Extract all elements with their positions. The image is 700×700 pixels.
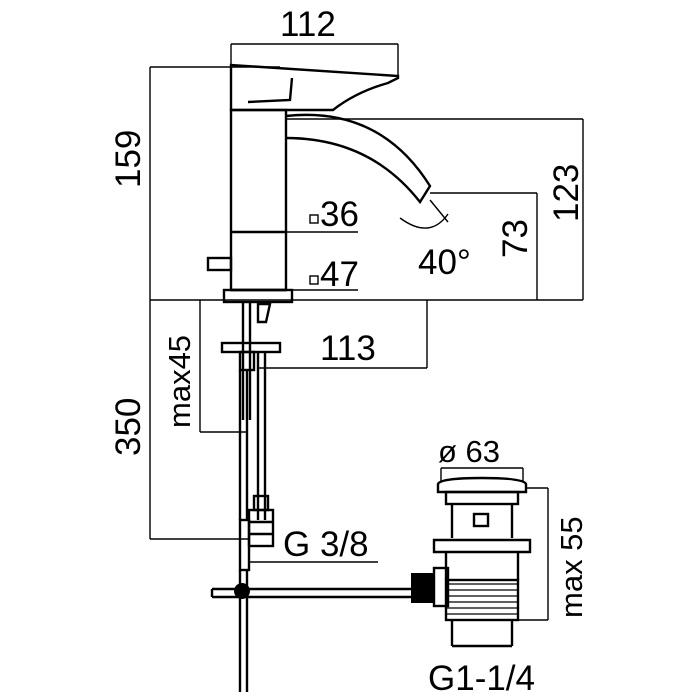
dim-reach: 113 (320, 329, 376, 368)
dim-hose-length: 350 (109, 398, 148, 456)
waste-assembly (411, 476, 532, 648)
dim-waste-diameter: ø 63 (438, 434, 500, 469)
dim-thread-supply: G 3/8 (283, 525, 369, 564)
dim-waste-thread: G1-1/4 (428, 659, 535, 698)
dim-width-top: 112 (280, 5, 336, 44)
dim-spout-clearance: 73 (496, 219, 535, 258)
dim-square-47: 47 (320, 255, 359, 294)
dim-spout-height: 123 (547, 164, 586, 222)
square-symbol-36 (309, 214, 319, 224)
dim-waste-height: max 55 (554, 516, 589, 618)
faucet-body (206, 63, 449, 692)
dim-angle: 40° (418, 243, 471, 282)
dim-max-deck: max45 (162, 335, 197, 428)
dim-square-36: 36 (320, 195, 359, 234)
square-symbol-47 (309, 275, 319, 285)
dim-height-total: 159 (109, 130, 148, 188)
